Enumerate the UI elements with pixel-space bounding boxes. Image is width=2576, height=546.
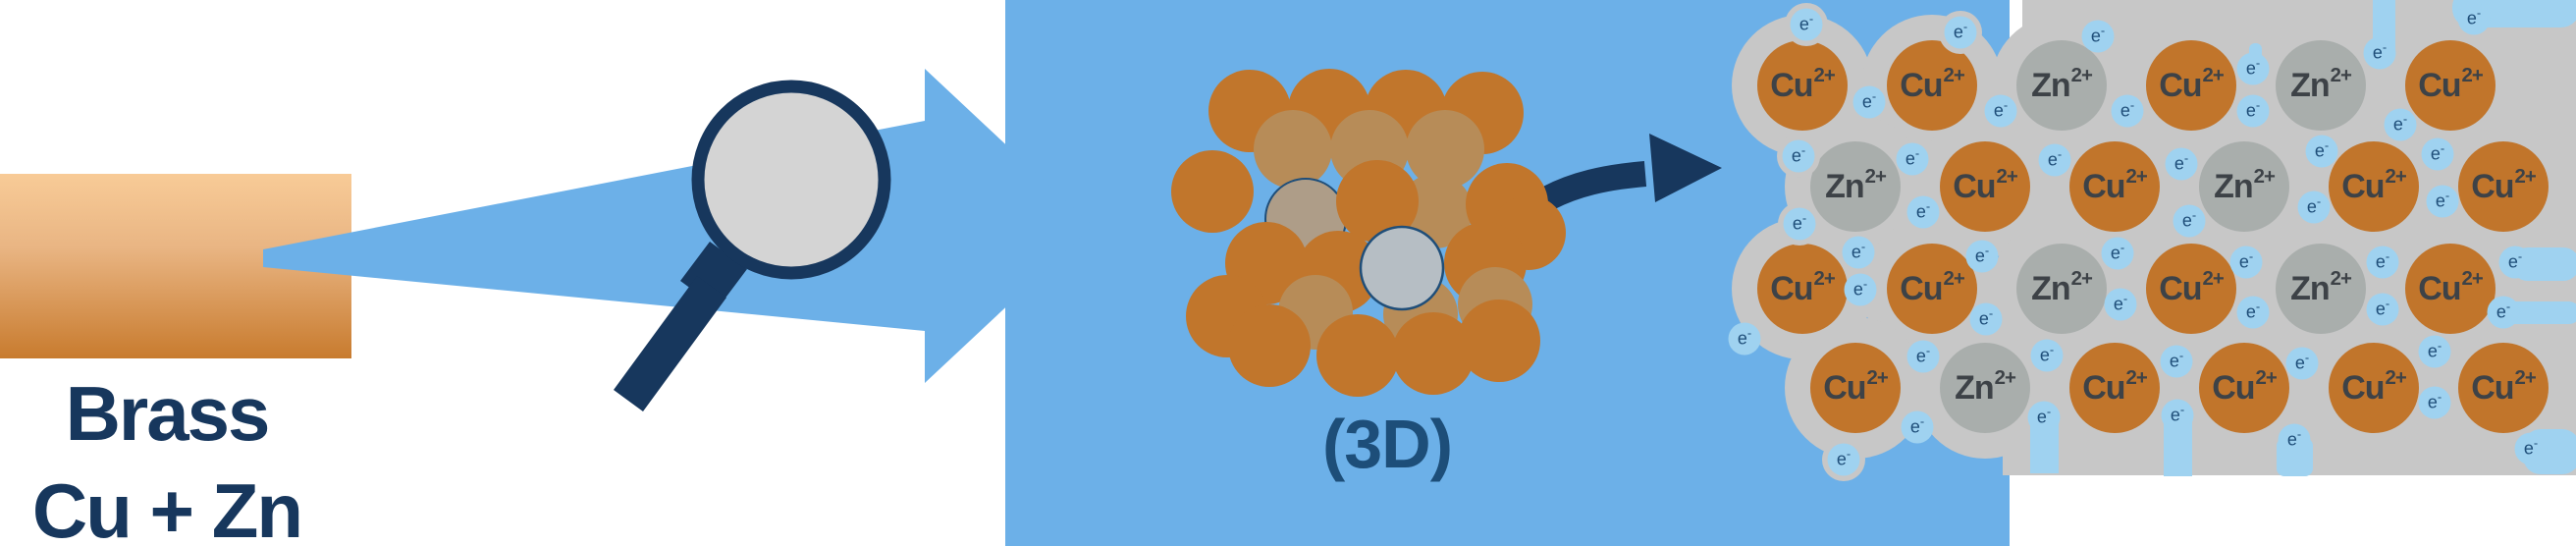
- magnifier-handle: [614, 276, 726, 411]
- magnifier-icon: [614, 80, 891, 411]
- lattice-blob: [1732, 0, 2576, 475]
- brass-title: Brass: [65, 370, 271, 457]
- brass-label: Brass Cu + Zn: [0, 365, 334, 546]
- cluster-caption: (3D): [1321, 406, 1453, 482]
- magnifier-lens: [691, 80, 891, 280]
- zinc-atom-silver: [1359, 225, 1445, 311]
- atom-cluster-3d: [1171, 69, 1566, 397]
- brass-formula: Cu + Zn: [31, 467, 303, 546]
